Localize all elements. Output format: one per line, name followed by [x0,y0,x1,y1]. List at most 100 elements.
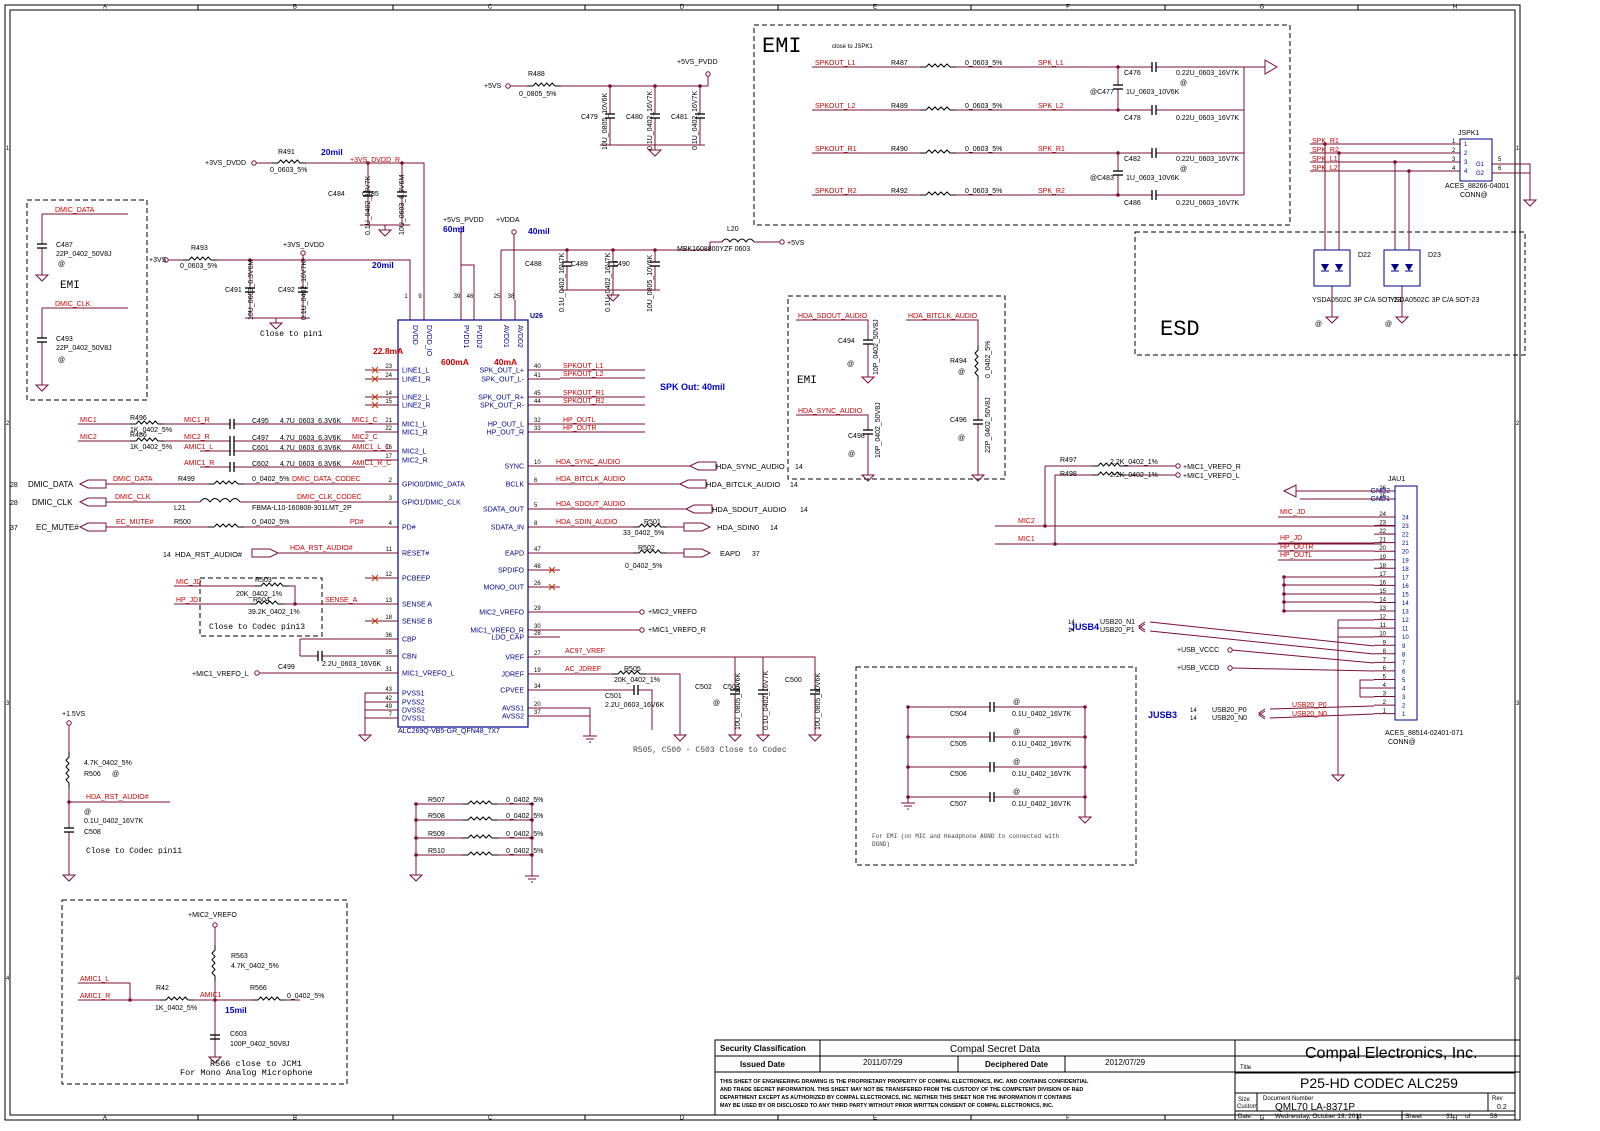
capacitor [210,1034,220,1040]
at-label: @ [58,261,65,268]
page-ref: 14 [1190,716,1197,722]
ref-label: R497 [1060,457,1077,464]
pin-number: 23 [1402,524,1409,530]
ref-label: R566 [250,985,267,992]
gnd-triangle [34,384,50,392]
resistor-body [255,582,289,587]
power-port [1175,463,1181,469]
gnd-triangle [377,229,393,237]
ref-label: L20 [727,226,739,233]
pin-number: 10 [1402,635,1409,641]
at-label: @ [58,357,65,364]
pin-number: 3 [1464,160,1468,166]
pin-number: 10 [1379,632,1386,638]
value-label: 1K_0402_5% [130,427,172,434]
emi-top-box [753,24,1291,226]
value-label: 10U_0805_10V6K [815,672,822,730]
value-label: 1U_0603_10V6K [1126,175,1180,182]
ground-symbol [860,470,876,482]
column-marker: H [1453,5,1457,11]
port-label: USB20_N0 [1212,715,1247,722]
capacitor [973,419,983,425]
resistor [920,149,956,154]
sheet-label: Sheet [1405,1113,1422,1120]
capacitor [1113,84,1123,90]
power-label: +3VS_DVDD [283,242,324,249]
value-label: 0.1U_0402_16V7K [365,176,372,235]
net-label: +3VS_DVDD_R [350,157,400,164]
value-label: 0.1U_0402_16V7K [605,253,612,312]
pin-name: SYNC [505,464,524,471]
gnd-triangle [860,376,876,384]
part-label: YSDA0502C 3P C/A SOT-23 [1312,297,1401,304]
pin-number: 4 [1383,683,1387,689]
pin-name: SDATA_OUT [483,507,525,514]
power-label: +MIC2_VREFO [648,609,697,616]
pin-number: 21 [385,418,392,424]
junction-dot [565,248,569,252]
pin-name: MIC2_R [402,458,428,465]
offpage-port [683,548,712,558]
value-label: 0.1U_0402_16V7K [647,91,654,150]
offpage-port [78,522,107,532]
jusb3-title: JUSB3 [1148,710,1177,720]
junction-dot [1323,142,1327,146]
power-label: +USB_VCCC [1177,647,1219,654]
gnd-triangle [727,734,743,742]
pin-name: SENSE B [402,619,433,626]
pin-name: SPDIFO [498,568,525,575]
ref-label: R508 [428,813,445,820]
value-label: 2.2K_0402_1% [1110,459,1158,466]
capacitor [605,113,615,119]
note-label: Close to Codec pin13 [209,623,305,632]
port-label: DMIC_DATA [28,480,74,489]
wire [796,414,869,430]
power-label: +MIC1_VREFO_R [648,627,706,634]
junction-dot [1043,524,1047,528]
pin-name: AVDD1 [502,325,509,348]
ref-label: R499 [178,476,195,483]
pin-number: 23 [385,364,392,370]
ref-label: C505 [950,741,967,748]
resistor-body [130,437,164,442]
column-marker: C [488,5,493,11]
value-label: 10U_0805_10V6K [735,672,742,730]
pin-number: 8 [534,521,538,527]
sheet-total: 53 [1490,1113,1498,1120]
net-label: MIC1 [80,417,97,424]
part-label: CONN@ [1460,192,1488,199]
junction-dot [1083,765,1087,769]
ground-symbol [727,730,743,742]
resistor [462,816,498,821]
pin-number: 1 [404,294,408,300]
ref-label: C603 [230,1031,247,1038]
at-label: @ [1013,699,1020,706]
value-label: 0_0603_5% [965,146,1002,153]
pin-number: 25 [494,294,501,300]
pin-number: 8 [1383,649,1387,655]
pin-name: SPK_OUT_L- [481,377,524,384]
net-label: AMIC1 [200,992,222,999]
junction-dot [414,818,418,822]
no-connect-mark [548,583,556,591]
pin-number: 27 [534,651,541,657]
value-label: 0.1U_0402_16V7K [1012,771,1071,778]
value-label: 1U_0603_10V6K [1126,89,1180,96]
power-port [251,160,257,166]
pin-number: 24 [1402,516,1409,522]
page-ref: 14 [1068,628,1075,634]
ref-label: R510 [428,848,445,855]
ground-symbol [583,730,597,743]
power-port [779,239,785,245]
pin-number: 17 [1379,572,1386,578]
port-label: HDA_SDOUT_AUDIO [712,505,786,514]
value-label: 0.22U_0603_16V7K [1176,156,1239,163]
pin-name: MIC1_L [402,422,427,429]
jusb4-title: JUSB4 [1070,622,1099,632]
gnd-triangle [357,734,373,742]
net-label: MIC1 [1018,536,1035,543]
diode-triangle [1335,264,1343,271]
page-ref: 37 [10,525,18,532]
junction-dot [366,161,370,165]
power-port [1175,472,1181,478]
